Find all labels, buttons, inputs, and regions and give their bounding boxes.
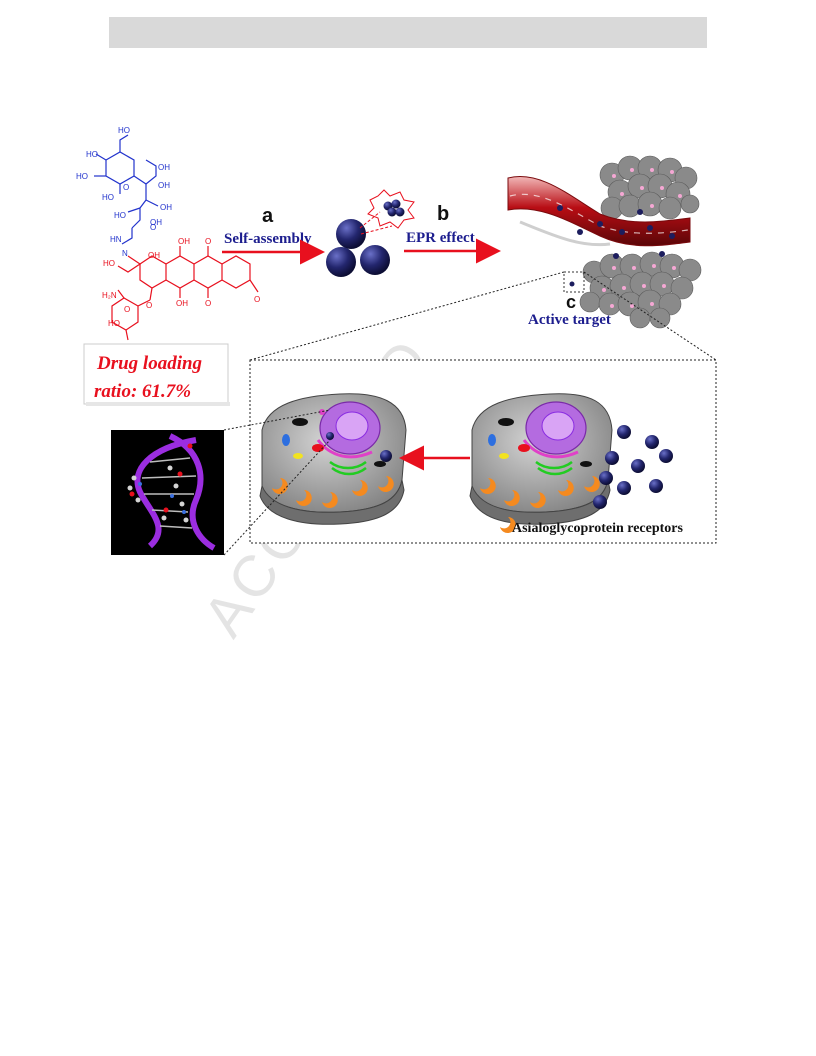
mol-label: HO	[114, 211, 126, 220]
tumor-vessel-illustration	[507, 155, 702, 329]
dna-inset	[111, 430, 224, 555]
receptor-legend: Asialoglycoprotein receptors	[500, 517, 684, 536]
mol-label: O	[146, 301, 152, 310]
active-target-label: Active target	[528, 312, 611, 328]
mol-label: O	[205, 299, 211, 308]
nanoparticle	[360, 245, 390, 275]
step-c-letter: c	[566, 292, 576, 312]
nanoparticles	[326, 189, 415, 277]
step-c: c Active target	[528, 271, 611, 328]
receptor-icon	[500, 517, 516, 533]
mol-label: OH	[160, 203, 172, 212]
mol-label: OH	[158, 163, 170, 172]
zoom-box	[563, 271, 585, 293]
step-a-letter: a	[262, 205, 274, 227]
mol-label: HO	[76, 172, 88, 181]
step-b-letter: b	[437, 203, 449, 225]
mol-label: OH	[148, 251, 160, 260]
cell-uptake	[469, 393, 613, 525]
free-nanoparticles	[593, 425, 673, 509]
mol-label: HN	[110, 235, 122, 244]
mol-label: HO	[102, 193, 114, 202]
mol-label: HO	[118, 126, 130, 135]
mol-label: HO	[86, 150, 98, 159]
glycoconjugate-molecule: HO HO HO HO OH OH OH OH HO O O HN N	[76, 126, 260, 341]
mol-label: HO	[103, 259, 115, 268]
drug-loading-line1: Drug loading	[96, 353, 202, 374]
mol-label: N	[122, 249, 128, 258]
mol-label: OH	[150, 218, 162, 227]
mol-label: OH	[178, 237, 190, 246]
mol-label: HO	[108, 319, 120, 328]
mol-label: OH	[176, 299, 188, 308]
step-b: b EPR effect	[404, 203, 501, 264]
mol-label: OH	[158, 181, 170, 190]
mol-label: O	[205, 237, 211, 246]
mol-label: H₂N	[102, 291, 117, 300]
mol-label: O	[123, 183, 129, 192]
mol-label: O	[124, 305, 130, 314]
nanoparticle	[326, 247, 356, 277]
mol-label: O	[150, 223, 156, 232]
header-bar	[109, 17, 707, 48]
self-assembly-label: Self-assembly	[224, 231, 312, 247]
step-a: a Self-assembly	[222, 205, 325, 265]
receptor-legend-label: Asialoglycoprotein receptors	[512, 521, 684, 536]
drug-loading-box: Drug loading ratio: 61.7%	[83, 343, 230, 406]
drug-loading-line2: ratio: 61.7%	[94, 381, 191, 402]
nanoparticle	[336, 219, 366, 249]
mol-label: O	[254, 295, 260, 304]
cell-drug-released	[259, 393, 407, 525]
epr-effect-label: EPR effect	[406, 230, 475, 246]
